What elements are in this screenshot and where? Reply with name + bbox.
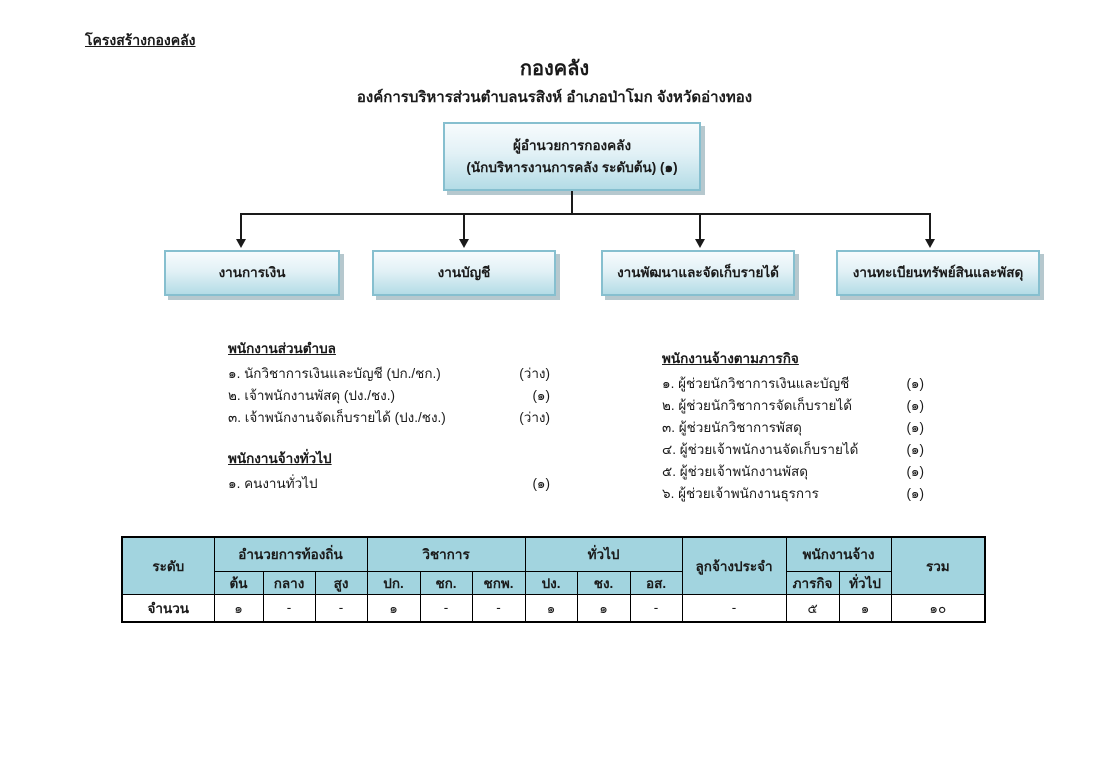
table-header-hired-employee: พนักงานจ้าง	[785, 536, 892, 572]
org-node-assets: งานทะเบียนทรัพย์สินและพัสดุ	[836, 250, 1040, 296]
table-cell: ๑	[838, 593, 892, 623]
staff-list-municipal-heading: พนักงานส่วนตำบล	[228, 341, 336, 356]
list-item-label: ๕. ผู้ช่วยเจ้าพนักงานพัสดุ	[662, 464, 808, 479]
list-item-label: ๑. คนงานทั่วไป	[228, 476, 318, 491]
list-item: ๓. เจ้าพนักงานจัดเก็บรายได้ (ปง./ชง.) (ว…	[228, 407, 550, 429]
org-node-finance: งานการเงิน	[164, 250, 340, 296]
table-subheader: ทั่วไป	[838, 570, 892, 595]
table-subheader: อส.	[629, 570, 683, 595]
list-item-label: ๓. เจ้าพนักงานจัดเก็บรายได้ (ปง./ชง.)	[228, 410, 446, 425]
connector-arrow-accounting	[459, 213, 469, 248]
list-item: ๒. ผู้ช่วยนักวิชาการจัดเก็บรายได้ (๑)	[662, 395, 924, 417]
connector-arrow-revenue	[695, 213, 705, 248]
list-item-count: (๑)	[906, 398, 924, 413]
summary-table: ระดับ อำนวยการท้องถิ่น วิชาการ ทั่วไป ลู…	[121, 536, 987, 623]
org-node-director-subtitle: (นักบริหารงานการคลัง ระดับต้น) (๑)	[466, 159, 678, 175]
org-node-finance-label: งานการเงิน	[218, 265, 286, 281]
table-cell: -	[419, 593, 473, 623]
table-row: จำนวน ๑ - - ๑ - - ๑ ๑ - - ๕ ๑ ๑๐	[121, 593, 986, 623]
list-item-label: ๔. ผู้ช่วยเจ้าพนักงานจัดเก็บรายได้	[662, 442, 859, 457]
table-cell: ๑	[213, 593, 264, 623]
staff-list-mission-heading: พนักงานจ้างตามภารกิจ	[662, 351, 799, 366]
list-item-count: (๑)	[532, 388, 550, 403]
staff-list-general-heading: พนักงานจ้างทั่วไป	[228, 451, 332, 466]
org-node-accounting: งานบัญชี	[372, 250, 556, 296]
list-item-label: ๑. ผู้ช่วยนักวิชาการเงินและบัญชี	[662, 376, 850, 391]
table-header-total: รวม	[890, 536, 986, 595]
table-header-general: ทั่วไป	[524, 536, 683, 572]
staff-list-mission: พนักงานจ้างตามภารกิจ ๑. ผู้ช่วยนักวิชากา…	[662, 348, 924, 505]
list-item: ๑. นักวิชาการเงินและบัญชี (ปก./ชก.) (ว่า…	[228, 363, 550, 385]
table-subheader: กลาง	[262, 570, 316, 595]
table-cell: -	[471, 593, 526, 623]
list-item: ๓. ผู้ช่วยนักวิชาการพัสดุ (๑)	[662, 417, 924, 439]
table-subheader: ภารกิจ	[785, 570, 840, 595]
staff-list-municipal: พนักงานส่วนตำบล ๑. นักวิชาการเงินและบัญช…	[228, 338, 550, 429]
table-subheader: ชก.	[419, 570, 473, 595]
org-node-revenue-label: งานพัฒนาและจัดเก็บรายได้	[617, 265, 779, 281]
staff-list-general: พนักงานจ้างทั่วไป ๑. คนงานทั่วไป (๑)	[228, 448, 550, 495]
table-cell: ๑	[366, 593, 421, 623]
table-subheader: ปง.	[524, 570, 578, 595]
table-header-local-admin: อำนวยการท้องถิ่น	[213, 536, 368, 572]
list-item-count: (ว่าง)	[519, 366, 550, 381]
table-cell: -	[629, 593, 683, 623]
list-item-count: (ว่าง)	[519, 410, 550, 425]
table-cell: ๑	[524, 593, 578, 623]
list-item-count: (๑)	[906, 376, 924, 391]
list-item-count: (๑)	[532, 476, 550, 491]
table-header-academic: วิชาการ	[366, 536, 526, 572]
list-item-label: ๒. เจ้าพนักงานพัสดุ (ปง./ชง.)	[228, 388, 396, 403]
list-item-label: ๖. ผู้ช่วยเจ้าพนักงานธุรการ	[662, 486, 819, 501]
list-item: ๕. ผู้ช่วยเจ้าพนักงานพัสดุ (๑)	[662, 461, 924, 483]
list-item-label: ๓. ผู้ช่วยนักวิชาการพัสดุ	[662, 420, 802, 435]
connector-root-stem	[571, 191, 573, 214]
table-cell: ๑	[576, 593, 631, 623]
list-item-count: (๑)	[906, 486, 924, 501]
page-subtitle: องค์การบริหารส่วนตำบลนรสิงห์ อำเภอป่าโมก…	[356, 89, 753, 106]
table-header-permanent-employee: ลูกจ้างประจำ	[681, 536, 787, 595]
list-item: ๖. ผู้ช่วยเจ้าพนักงานธุรการ (๑)	[662, 483, 924, 505]
table-subheader: ปก.	[366, 570, 421, 595]
list-item: ๒. เจ้าพนักงานพัสดุ (ปง./ชง.) (๑)	[228, 385, 550, 407]
page-title: กองคลัง	[519, 58, 590, 80]
doc-heading: โครงสร้างกองคลัง	[85, 32, 196, 48]
table-subheader: ชกพ.	[471, 570, 526, 595]
org-node-director: ผู้อำนวยการกองคลัง (นักบริหารงานการคลัง …	[443, 122, 701, 191]
org-node-director-title: ผู้อำนวยการกองคลัง	[512, 137, 632, 153]
table-header-level: ระดับ	[121, 536, 215, 595]
list-item: ๑. ผู้ช่วยนักวิชาการเงินและบัญชี (๑)	[662, 373, 924, 395]
table-cell: ๕	[785, 593, 840, 623]
table-subheader: สูง	[314, 570, 368, 595]
org-node-assets-label: งานทะเบียนทรัพย์สินและพัสดุ	[852, 265, 1024, 281]
table-cell: -	[314, 593, 368, 623]
org-node-revenue: งานพัฒนาและจัดเก็บรายได้	[601, 250, 795, 296]
table-cell: ๑๐	[890, 593, 986, 623]
list-item: ๔. ผู้ช่วยเจ้าพนักงานจัดเก็บรายได้ (๑)	[662, 439, 924, 461]
org-node-accounting-label: งานบัญชี	[437, 265, 491, 281]
list-item-count: (๑)	[906, 442, 924, 457]
list-item-label: ๑. นักวิชาการเงินและบัญชี (ปก./ชก.)	[228, 366, 441, 381]
table-subheader: ชง.	[576, 570, 631, 595]
connector-arrow-finance	[236, 213, 246, 248]
list-item-count: (๑)	[906, 464, 924, 479]
list-item-count: (๑)	[906, 420, 924, 435]
list-item-label: ๒. ผู้ช่วยนักวิชาการจัดเก็บรายได้	[662, 398, 853, 413]
table-row-label: จำนวน	[121, 593, 215, 623]
table-cell: -	[262, 593, 316, 623]
table-subheader: ต้น	[213, 570, 264, 595]
connector-arrow-assets	[925, 213, 935, 248]
list-item: ๑. คนงานทั่วไป (๑)	[228, 473, 550, 495]
connector-horizontal-line	[240, 213, 931, 215]
table-cell: -	[681, 593, 787, 623]
